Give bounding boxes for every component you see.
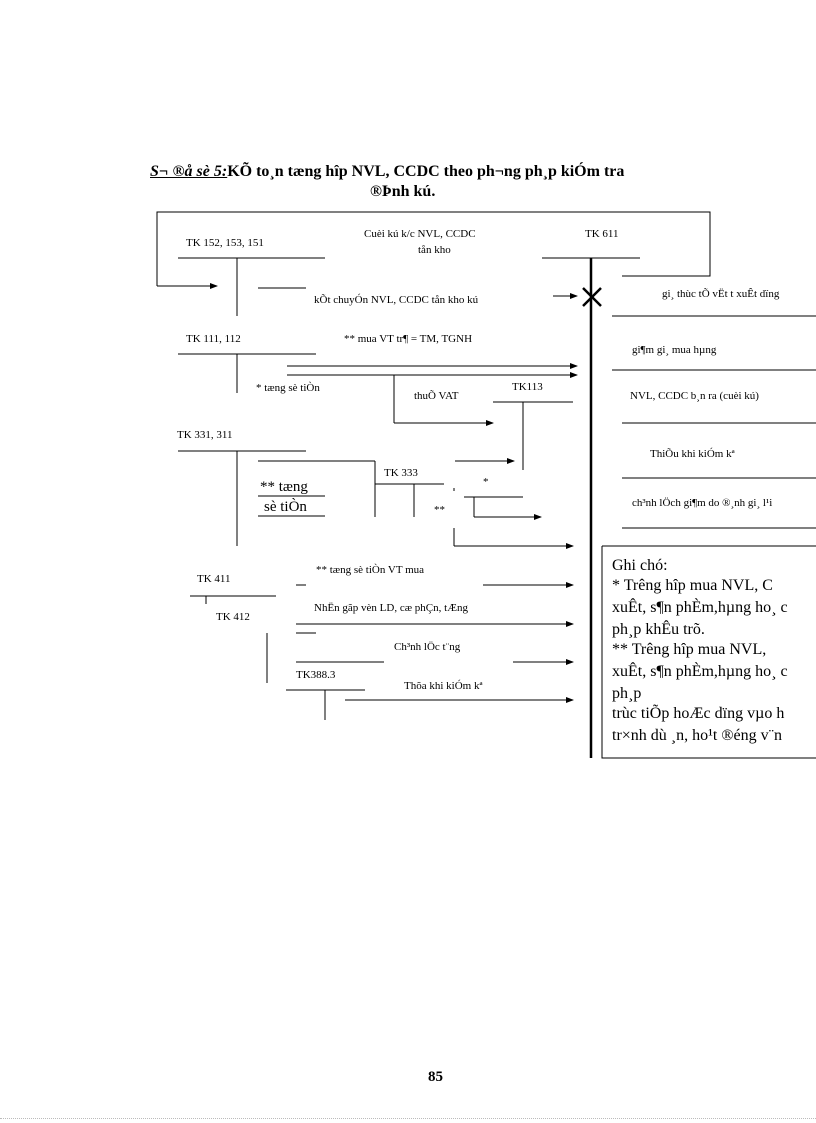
label-nhan-gop: NhËn gãp vèn LD, cæ phÇn, tÆng xyxy=(314,602,468,614)
label-tong-so-tien-vt: ** tæng sè tiÒn VT mua xyxy=(316,564,425,576)
label-thue-vat: thuÕ VAT xyxy=(414,390,459,402)
note-heading: Ghi chó: xyxy=(612,557,668,574)
label-nvl-ban-ra: NVL, CCDC b¸n ra (cuèi kú) xyxy=(630,390,759,402)
note-line-2: xuÊt, s¶n phÈm,hµng ho¸ c xyxy=(612,599,788,616)
label-tk-113: TK113 xyxy=(512,381,543,393)
title-line-1: KÕ to¸n tæng hîp NVL, CCDC theo ph­¬ng p… xyxy=(227,163,625,180)
label-tk-111-112: TK 111, 112 xyxy=(186,333,241,345)
label-double-star: ** xyxy=(434,504,445,516)
note-line-1: * Tr­êng hîp mua NVL, C xyxy=(612,577,773,594)
label-tong-big-1: ** tæng xyxy=(260,479,308,495)
label-tong-big-2: sè tiÒn xyxy=(264,499,307,515)
note-line-5: xuÊt, s¶n phÈm,hµng ho¸ c xyxy=(612,663,788,680)
label-gia-thuc-te: gi¸ thùc tÕ vËt t xuÊt dïng xyxy=(662,288,780,300)
page-number: 85 xyxy=(428,1069,443,1085)
label-tk-152-153-151: TK 152, 153, 151 xyxy=(186,237,264,249)
label-giam-gia: gi¶m gi¸ mua hµng xyxy=(632,344,717,356)
label-chenh-lech-giam: ch³nh lÖch gi¶m do ®¸nh gi¸ l¹i xyxy=(632,497,773,509)
label-tk-611: TK 611 xyxy=(585,228,619,240)
note-line-3: ph¸p khÊu trõ. xyxy=(612,621,705,638)
note-line-8: tr×nh dù ¸n, ho¹t ®éng v¨n xyxy=(612,727,782,744)
note-line-6: ph¸p xyxy=(612,685,642,702)
label-cuoi-ky: Cuèi kú k/c NVL, CCDC xyxy=(364,228,476,240)
label-ton-kho: tån kho xyxy=(418,244,451,256)
note-line-4: ** Tr­êng hîp mua NVL, xyxy=(612,641,767,658)
diagram-title: S¬ ®å sè 5:KÕ to¸n tæng hîp NVL, CCDC th… xyxy=(150,162,624,182)
label-tk-331-311: TK 331, 311 xyxy=(177,429,233,441)
label-thua-khi: Thõa khi kiÓm kª xyxy=(404,680,483,692)
label-mua-vt: ** mua VT tr¶ = TM, TGNH xyxy=(344,333,473,345)
label-tk-411: TK 411 xyxy=(197,573,231,585)
label-tk-388-3: TK388.3 xyxy=(296,669,336,681)
label-ket-chuyen: kÕt chuyÓn NVL, CCDC tån kho kú xyxy=(314,294,479,306)
label-tk-412: TK 412 xyxy=(216,611,250,623)
note-line-7: trùc tiÕp hoÆc dïng vµo h xyxy=(612,705,785,722)
label-tong-so-tien: * tæng sè tiÒn xyxy=(256,382,320,394)
label-tk-333: TK 333 xyxy=(384,467,418,479)
diagram-title-line-2: ®Þnh kú. xyxy=(370,183,436,200)
label-chenh-lech-tang: Ch³nh lÖc t¨ng xyxy=(394,641,461,653)
title-prefix: S¬ ®å sè 5: xyxy=(150,163,228,180)
label-star: * xyxy=(483,476,489,488)
page-bottom-border xyxy=(0,1118,816,1119)
label-thieu-khi: ThiÕu khi kiÓm kª xyxy=(650,448,735,460)
